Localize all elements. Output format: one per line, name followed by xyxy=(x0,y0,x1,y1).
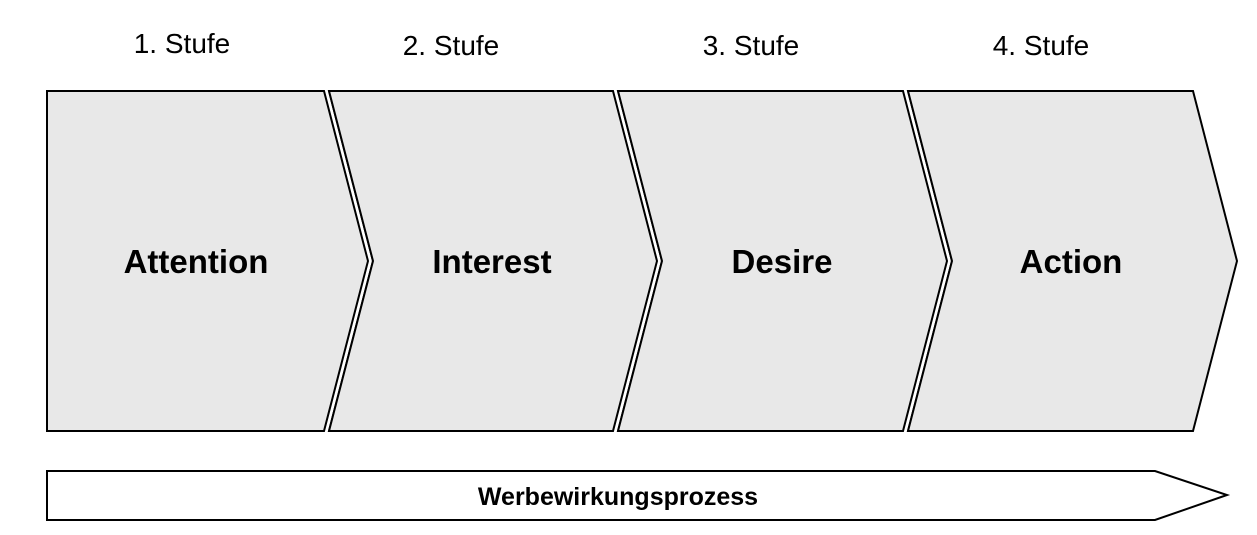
chevron-attention xyxy=(46,90,370,432)
stage-2-step-label: 2. Stufe xyxy=(403,30,500,61)
stage-1-step-label: 1. Stufe xyxy=(134,28,231,59)
stage-1-name: Attention xyxy=(124,243,269,280)
stage-desire: 3. Stufe Desire xyxy=(616,30,954,432)
stage-action: 4. Stufe Action xyxy=(906,30,1239,432)
stage-attention: 1. Stufe Attention xyxy=(46,28,375,432)
stage-4-name: Action xyxy=(1020,243,1123,280)
stage-3-name: Desire xyxy=(732,243,833,280)
stage-interest: 2. Stufe Interest xyxy=(327,30,664,432)
process-arrow xyxy=(46,470,1231,521)
process-arrow-group: Werbewirkungsprozess xyxy=(46,470,1231,521)
chevron-desire xyxy=(616,90,949,432)
stage-4-step-label: 4. Stufe xyxy=(993,30,1090,61)
chevron-action xyxy=(906,90,1239,432)
stage-2-name: Interest xyxy=(432,243,551,280)
chevron-interest xyxy=(327,90,659,432)
process-label: Werbewirkungsprozess xyxy=(478,483,758,511)
stage-3-step-label: 3. Stufe xyxy=(703,30,800,61)
